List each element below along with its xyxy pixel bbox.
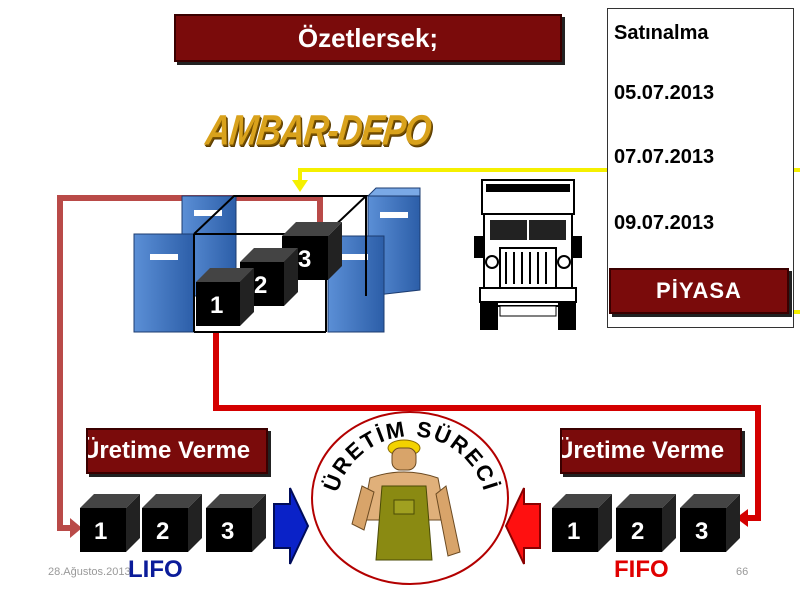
lifo-cubes [80,494,266,552]
purchase-cube-2-label: 2 [737,146,751,173]
fifo-label: FIFO [614,556,669,583]
purchase-cube-1-label: 1 [737,80,751,107]
fifo-cube-2 [616,494,676,552]
worker-icon [351,439,461,561]
lifo-cube-1-label: 1 [94,518,108,545]
purchase-date-1: 05.07.2013 [614,82,715,104]
market-label: PİYASA [609,268,789,314]
purchase-date-3: 09.07.2013 [614,212,715,234]
warehouse-cube-3-label: 3 [298,246,312,273]
fifo-flow-line [213,332,761,527]
lifo-cube-1 [80,494,140,552]
lifo-label: LIFO [128,556,183,583]
right-production-release-label: Üretime Verme [560,428,742,474]
lifo-cube-2-label: 2 [156,518,170,545]
warehouse-cube-2-label: 2 [254,272,268,299]
fifo-cube-1 [552,494,612,552]
fifo-cube-3-label: 3 [695,518,709,545]
lifo-cube-3 [206,494,266,552]
left-production-release-label: Üretime Verme [86,428,268,474]
page-number: 66 [736,566,749,578]
warehouse-label: AMBAR-DEPO [203,107,433,155]
warehouse-cube-1-label: 1 [210,292,224,319]
warehouse-cube-1 [196,268,254,326]
fifo-cube-1-label: 1 [567,518,581,545]
blue-right-arrow-icon [273,487,310,565]
page-title: Özetlersek; [174,14,562,62]
footer-date: 28.Ağustos.2013 [48,566,131,578]
lifo-cube-2 [142,494,202,552]
warehouse-cubes [196,222,342,326]
fifo-cube-2-label: 2 [631,518,645,545]
warehouse-cube-3 [282,222,342,280]
lifo-flow-line [57,195,323,538]
purchase-cube-3-label: 3 [737,212,751,239]
purchase-panel-title: Satınalma [614,22,709,44]
purchase-date-2: 07.07.2013 [614,146,715,168]
fifo-cubes [552,494,740,552]
fifo-cube-3 [680,494,740,552]
lifo-cube-3-label: 3 [221,518,235,545]
red-left-arrow-icon [504,487,541,565]
truck-icon [474,179,582,330]
warehouse-shelves [133,187,421,333]
